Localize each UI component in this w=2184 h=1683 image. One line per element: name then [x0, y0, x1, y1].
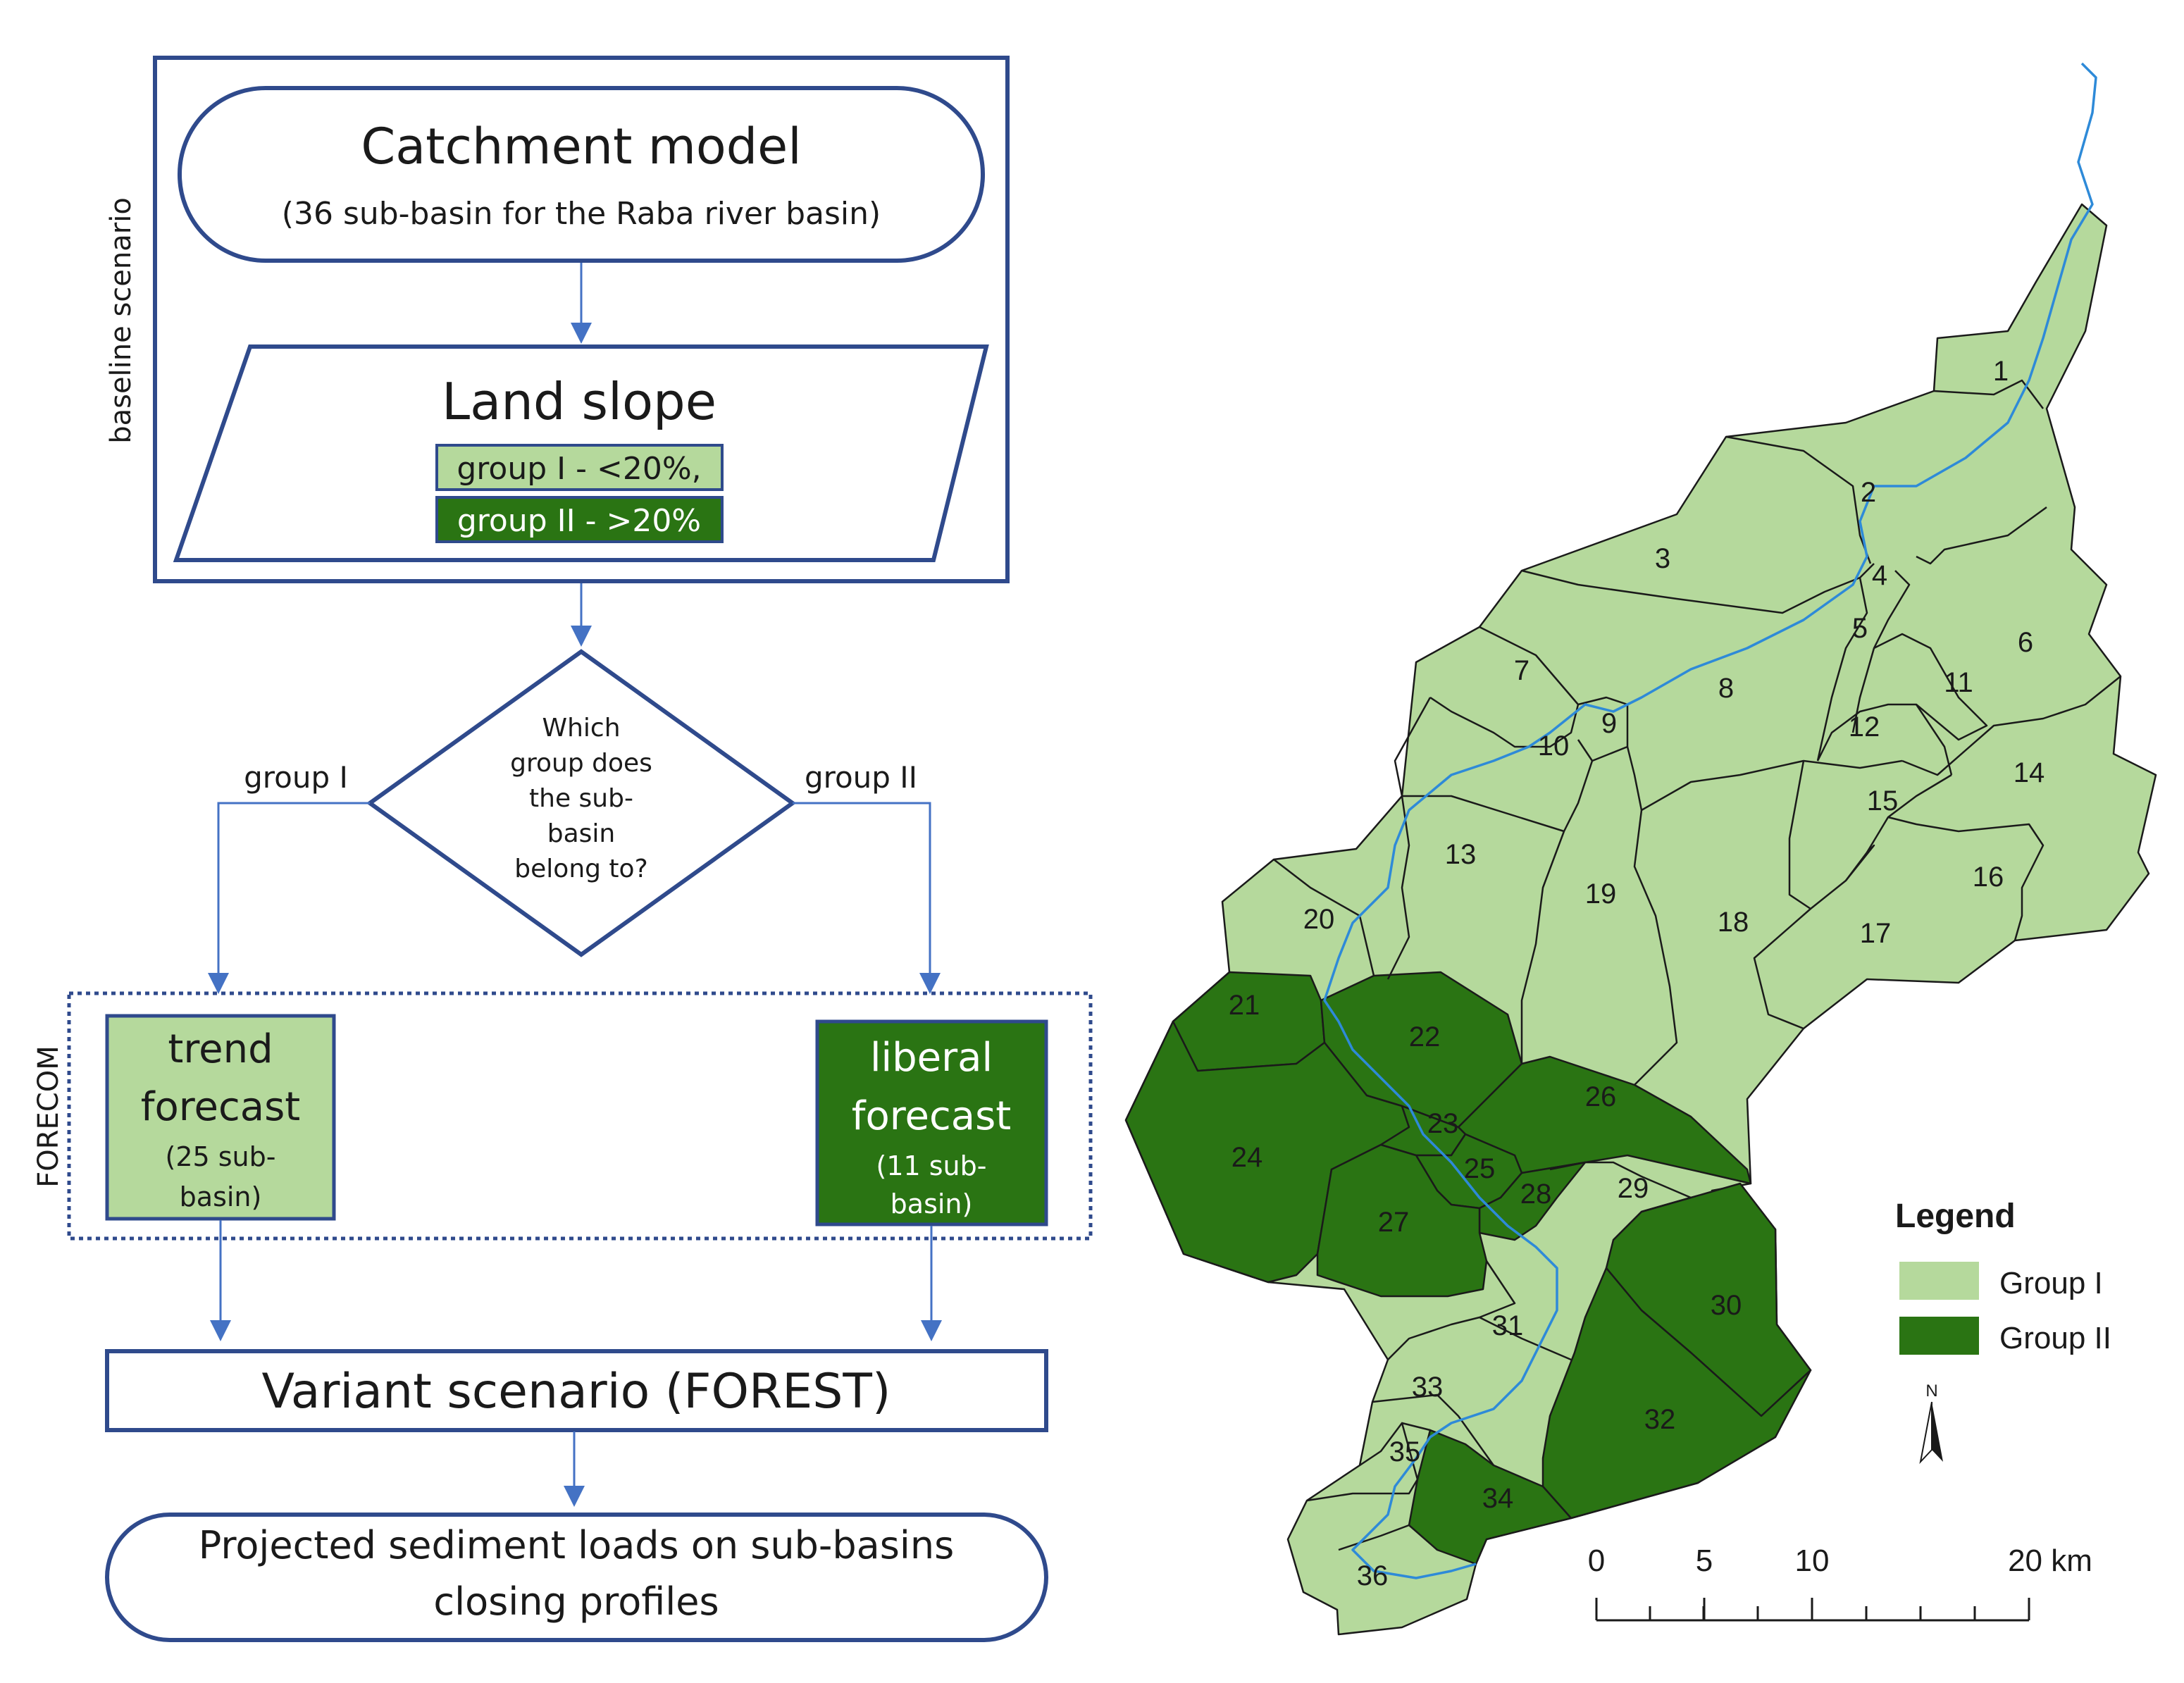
- scale-label-10: 10: [1795, 1544, 1830, 1578]
- decision-line-2: group does: [510, 749, 652, 778]
- subbasin-label-14: 14: [2014, 757, 2045, 788]
- liberal-forecast-line-2: forecast: [852, 1093, 1011, 1139]
- subbasin-label-3: 3: [1655, 543, 1670, 574]
- subbasin-label-32: 32: [1644, 1404, 1676, 1435]
- subbasin-label-20: 20: [1303, 904, 1335, 935]
- trend-forecast-line-1: trend: [168, 1026, 273, 1072]
- decision-line-1: Which: [542, 714, 620, 743]
- scale-bar: [1595, 1598, 2030, 1622]
- map-legend: Legend Group I Group II: [1895, 1198, 2111, 1356]
- subbasin-label-8: 8: [1718, 673, 1734, 704]
- baseline-scenario-label: baseline scenario: [105, 197, 137, 444]
- subbasin-label-28: 28: [1520, 1179, 1552, 1210]
- decision-diamond: [366, 649, 797, 957]
- trend-forecast-line-2: forecast: [141, 1084, 300, 1130]
- scale-label-0: 0: [1588, 1544, 1605, 1578]
- projected-loads-line-1: Projected sediment loads on sub-basins: [199, 1523, 955, 1567]
- subbasin-21: [1172, 971, 1326, 1072]
- subbasin-label-25: 25: [1464, 1153, 1496, 1184]
- subbasin-label-34: 34: [1482, 1483, 1514, 1514]
- subbasin-label-31: 31: [1492, 1310, 1524, 1341]
- liberal-forecast-sub-1: (11 sub-: [876, 1150, 987, 1181]
- subbasin-label-10: 10: [1538, 731, 1570, 762]
- arrow-decision-to-trend: [208, 802, 370, 994]
- subbasin-boundaries: [1273, 379, 2121, 1551]
- subbasin-34: [1408, 1429, 1572, 1565]
- subbasin-label-26: 26: [1585, 1081, 1617, 1112]
- liberal-forecast-sub-2: basin): [891, 1188, 973, 1219]
- subbasin-label-12: 12: [1849, 712, 1880, 743]
- trend-forecast-box: [105, 1014, 336, 1221]
- legend-swatch-group-ii: [1898, 1315, 1980, 1356]
- north-label: N: [1925, 1381, 1937, 1401]
- group-i-branch-label: group I: [244, 760, 348, 795]
- subbasin-label-2: 2: [1861, 477, 1876, 508]
- subbasin-label-24: 24: [1231, 1142, 1263, 1173]
- group-ii-slope-badge: [435, 496, 724, 543]
- land-slope-title: Land slope: [442, 372, 716, 431]
- subbasin-label-22: 22: [1409, 1021, 1441, 1052]
- liberal-forecast-line-1: liberal: [870, 1035, 993, 1081]
- subbasin-label-27: 27: [1378, 1207, 1410, 1238]
- trend-forecast-sub-2: basin): [180, 1181, 262, 1212]
- subbasin-label-4: 4: [1872, 560, 1887, 591]
- catchment-model-subtitle: (36 sub-basin for the Raba river basin): [282, 196, 881, 232]
- subbasin-label-18: 18: [1718, 907, 1749, 938]
- subbasin-label-11: 11: [1944, 667, 1973, 698]
- subbasin-32: [1541, 1267, 1812, 1520]
- legend-swatch-group-i: [1898, 1260, 1980, 1301]
- subbasin-label-19: 19: [1585, 878, 1617, 909]
- subbasin-label-30: 30: [1711, 1290, 1742, 1321]
- subbasin-label-33: 33: [1412, 1372, 1444, 1403]
- subbasin-label-23: 23: [1427, 1108, 1459, 1139]
- forecom-label: FORECOM: [32, 1045, 65, 1187]
- subbasin-label-13: 13: [1445, 839, 1477, 870]
- subbasin-27: [1316, 1143, 1488, 1298]
- trend-forecast-sub-1: (25 sub-: [166, 1141, 276, 1172]
- subbasin-label-16: 16: [1973, 862, 2004, 893]
- projected-loads-line-2: closing profiles: [433, 1579, 719, 1624]
- scale-label-5: 5: [1696, 1544, 1713, 1578]
- legend-title: Legend: [1895, 1198, 2016, 1235]
- projected-loads-box: [105, 1513, 1048, 1642]
- subbasin-label-35: 35: [1389, 1436, 1421, 1467]
- river: [1323, 62, 2097, 1579]
- flowchart: baseline scenario Catchment model (36 su…: [32, 56, 1093, 1642]
- group-ii-slope-label: group II - >20%: [457, 503, 701, 539]
- subbasin-label-36: 36: [1357, 1560, 1389, 1591]
- legend-label-group-i: Group I: [1999, 1266, 2103, 1300]
- legend-label-group-ii: Group II: [1999, 1321, 2111, 1355]
- catchment-model-box: [178, 86, 985, 263]
- group-ii-branch-label: group II: [805, 760, 917, 795]
- north-arrow-icon: N: [1919, 1381, 1943, 1465]
- variant-scenario-label: Variant scenario (FOREST): [262, 1364, 891, 1420]
- scale-label-20-km: 20 km: [2008, 1544, 2092, 1578]
- subbasin-label-6: 6: [2018, 627, 2033, 658]
- group-i-slope-label: group I - <20%,: [457, 451, 701, 487]
- decision-line-3: the sub-: [529, 784, 633, 813]
- arrow-decision-to-liberal: [793, 802, 941, 994]
- liberal-forecast-box: [815, 1019, 1048, 1226]
- subbasin-28: [1478, 1161, 1587, 1241]
- forecom-frame: [67, 991, 1093, 1241]
- subbasin-label-15: 15: [1867, 785, 1899, 816]
- catchment-model-title: Catchment model: [361, 118, 801, 175]
- subbasin-label-9: 9: [1601, 708, 1617, 739]
- subbasin-label-1: 1: [1993, 356, 2009, 387]
- decision-line-5: belong to?: [514, 855, 647, 883]
- subbasin-label-21: 21: [1229, 990, 1260, 1021]
- subbasin-label-29: 29: [1618, 1173, 1649, 1204]
- map: [1124, 62, 2157, 1636]
- group-i-slope-badge: [435, 444, 724, 491]
- variant-scenario-box: [105, 1349, 1048, 1432]
- baseline-frame: [153, 56, 1010, 583]
- subbasin-label-7: 7: [1514, 655, 1530, 686]
- decision-line-4: basin: [547, 819, 616, 848]
- subbasin-label-17: 17: [1860, 918, 1892, 949]
- subbasin-label-5: 5: [1852, 613, 1868, 644]
